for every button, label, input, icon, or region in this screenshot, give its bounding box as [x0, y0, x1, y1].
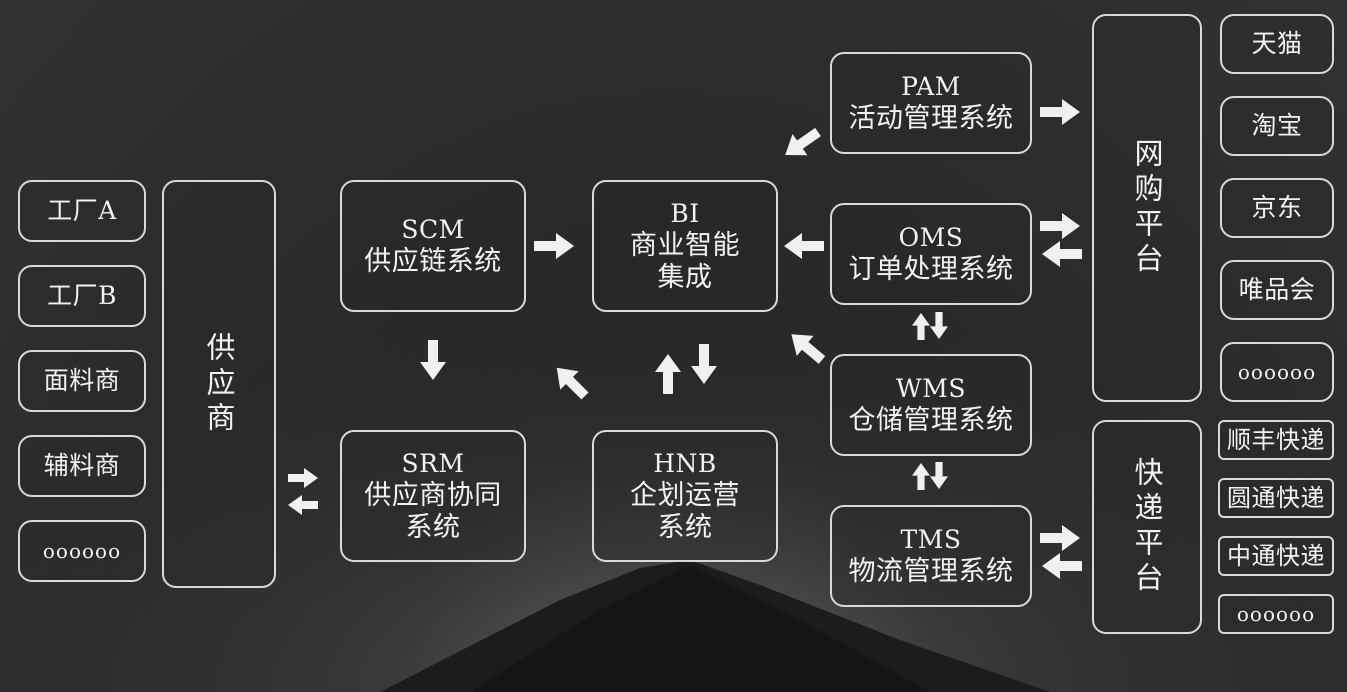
wms-code: WMS [896, 374, 966, 403]
taobao-box: 淘宝 [1220, 96, 1334, 156]
online-platform-box: 网购平台 [1092, 14, 1202, 402]
pam-code: PAM [901, 72, 961, 101]
supplier-label: 供应商 [202, 331, 236, 437]
oms-to-platform-arrow [1040, 213, 1080, 239]
hnb-code: HNB [653, 449, 717, 478]
wms-to-oms-arrow [912, 313, 930, 340]
hnb-name-line2: 系统 [657, 512, 713, 543]
factory-b-label: 工厂B [47, 281, 117, 310]
more-express-box: oooooo [1218, 594, 1334, 634]
bi-code: BI [670, 199, 700, 228]
more-shops-box: oooooo [1220, 342, 1334, 402]
tmall-label: 天猫 [1251, 29, 1303, 58]
scm-code: SCM [401, 215, 465, 244]
tms-box: TMS 物流管理系统 [830, 505, 1032, 607]
srm-name-line1: 供应商协同 [364, 480, 502, 511]
yto-express-box: 圆通快递 [1218, 478, 1334, 518]
srm-name-line2: 系统 [405, 512, 461, 543]
pam-to-platform-arrow [1040, 99, 1080, 125]
oms-box: OMS 订单处理系统 [830, 203, 1032, 305]
hnb-name-line1: 企划运营 [630, 480, 740, 511]
taobao-label: 淘宝 [1251, 111, 1303, 140]
tmall-box: 天猫 [1220, 14, 1334, 74]
scm-to-srm-arrow [420, 340, 446, 380]
srm-box: SRM 供应商协同 系统 [340, 430, 526, 562]
scm-name: 供应链系统 [364, 246, 502, 277]
factory-a-label: 工厂A [47, 196, 117, 225]
tms-name: 物流管理系统 [848, 556, 1014, 587]
more-shops-label: oooooo [1237, 360, 1317, 384]
tms-to-express-arrow [1040, 525, 1080, 551]
more-left-box: ооооoo [18, 520, 146, 582]
express-platform-label: 快递平台 [1130, 457, 1164, 597]
pam-to-bi-arrow [777, 121, 826, 166]
srm-code: SRM [401, 449, 465, 478]
wms-box: WMS 仓储管理系统 [830, 354, 1032, 456]
tms-to-wms-arrow [912, 463, 930, 490]
accessory-supplier-label: 辅料商 [43, 451, 121, 480]
express-to-tms-arrow [1042, 553, 1082, 579]
online-platform-label: 网购平台 [1130, 138, 1164, 278]
more-left-label: ооооoo [42, 539, 122, 563]
bi-box: BI 商业智能 集成 [592, 180, 778, 312]
srm-to-bi-arrow [547, 358, 595, 406]
pam-name: 活动管理系统 [848, 103, 1014, 134]
srm-to-supplier-arrow [288, 495, 318, 515]
factory-b-box: 工厂B [18, 265, 146, 327]
bi-name-line1: 商业智能 [630, 230, 740, 261]
bi-name-line2: 集成 [657, 262, 713, 293]
wms-to-tms-arrow [930, 462, 948, 489]
oms-name: 订单处理系统 [848, 254, 1014, 285]
scm-box: SCM 供应链系统 [340, 180, 526, 312]
jd-box: 京东 [1220, 178, 1334, 238]
sf-express-box: 顺丰快递 [1218, 420, 1334, 460]
oms-code: OMS [898, 223, 964, 252]
supplier-to-srm-arrow [288, 468, 318, 488]
accessory-supplier-box: 辅料商 [18, 435, 146, 497]
zto-express-label: 中通快递 [1227, 542, 1325, 570]
wms-to-bi-arrow [783, 324, 831, 370]
zto-express-box: 中通快递 [1218, 536, 1334, 576]
express-platform-box: 快递平台 [1092, 420, 1202, 634]
sf-express-label: 顺丰快递 [1227, 426, 1325, 454]
fabric-supplier-label: 面料商 [43, 366, 121, 395]
hnb-box: HNB 企划运营 系统 [592, 430, 778, 562]
jd-label: 京东 [1251, 193, 1303, 222]
tms-code: TMS [900, 525, 962, 554]
fabric-supplier-box: 面料商 [18, 350, 146, 412]
pam-box: PAM 活动管理系统 [830, 52, 1032, 154]
vip-label: 唯品会 [1238, 275, 1316, 304]
supplier-box: 供应商 [162, 180, 276, 588]
vip-box: 唯品会 [1220, 260, 1334, 320]
hnb-to-bi-arrow [655, 354, 681, 394]
bi-to-hnb-arrow [691, 344, 717, 384]
scm-to-bi-arrow [534, 233, 574, 259]
more-express-label: oooooo [1236, 602, 1316, 626]
oms-to-wms-arrow [930, 312, 948, 339]
factory-a-box: 工厂A [18, 180, 146, 242]
yto-express-label: 圆通快递 [1227, 484, 1325, 512]
wms-name: 仓储管理系统 [848, 405, 1014, 436]
oms-to-bi-arrow [784, 233, 824, 259]
platform-to-oms-arrow [1042, 241, 1082, 267]
